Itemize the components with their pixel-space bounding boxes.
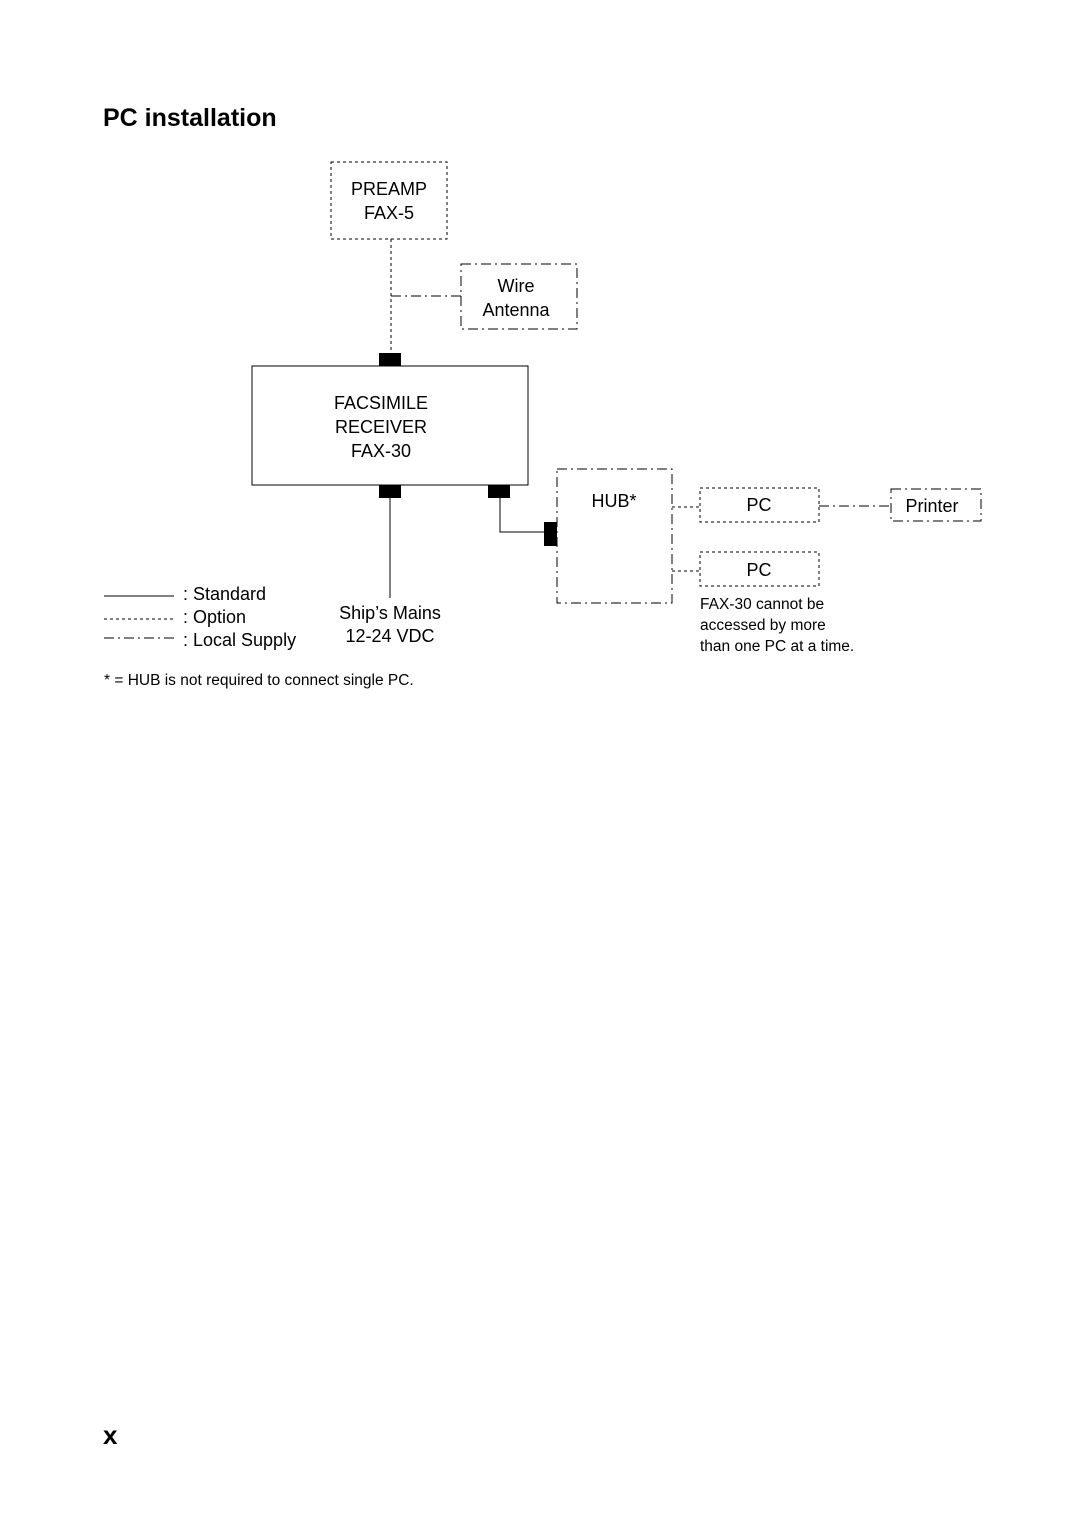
power-label-line1: Ship’s Mains — [339, 603, 441, 623]
connector-top — [379, 353, 401, 366]
receiver-label-line3: FAX-30 — [351, 441, 411, 461]
connector-power — [379, 485, 401, 498]
page-number: x — [103, 1420, 118, 1450]
pc-note-line1: FAX-30 cannot be — [700, 596, 824, 613]
preamp-label-line1: PREAMP — [351, 179, 427, 199]
connector-hub — [544, 522, 557, 546]
legend-standard-label: : Standard — [183, 584, 266, 604]
preamp-label-line2: FAX-5 — [364, 203, 414, 223]
receiver-label-line1: FACSIMILE — [334, 393, 428, 413]
page-title: PC installation — [103, 104, 277, 132]
pc-box-1 — [699, 487, 820, 523]
connector-lan — [488, 485, 510, 498]
pc-label-1: PC — [746, 495, 771, 515]
legend-local-supply-label: : Local Supply — [183, 630, 296, 650]
wire-antenna-label-line2: Antenna — [482, 300, 550, 320]
power-label-line2: 12-24 VDC — [345, 626, 434, 646]
hub-footnote: * = HUB is not required to connect singl… — [104, 672, 414, 689]
pc-note-line2: accessed by more — [700, 617, 826, 634]
lan-cable-line — [499, 498, 544, 533]
legend-option-label: : Option — [183, 607, 246, 627]
printer-label: Printer — [905, 496, 958, 516]
pc-note-line3: than one PC at a time. — [700, 638, 854, 655]
pc-installation-diagram: PREAMP FAX-5 Wire Antenna FACSIMILE RECE… — [104, 161, 982, 689]
receiver-label-line2: RECEIVER — [335, 417, 427, 437]
hub-label: HUB* — [591, 491, 636, 511]
wire-antenna-label-line1: Wire — [498, 276, 535, 296]
pc-label-2: PC — [746, 560, 771, 580]
printer-box — [890, 488, 982, 522]
pc-box-2 — [699, 551, 820, 587]
preamp-box — [330, 161, 448, 240]
hub-box — [556, 468, 673, 604]
